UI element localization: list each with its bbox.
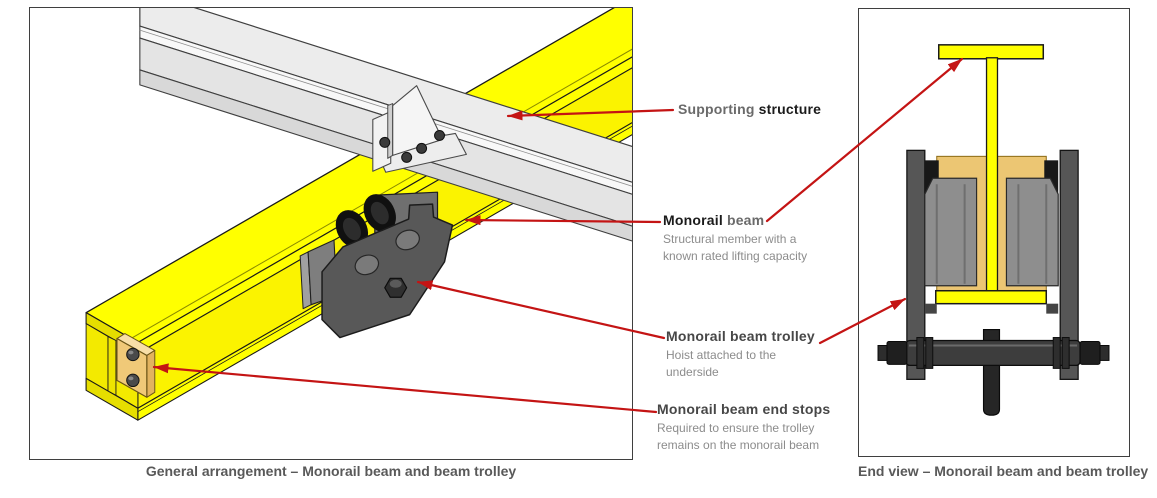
label-description: Hoist attached to the underside bbox=[666, 348, 777, 379]
caption-end-view: End view – Monorail beam and beam trolle… bbox=[858, 463, 1149, 479]
label-title: Monorail beam end stops bbox=[657, 401, 847, 417]
beam-connection-bracket-graphic bbox=[372, 85, 467, 173]
end-view-panel bbox=[858, 8, 1130, 457]
end-stop-graphic bbox=[116, 333, 156, 398]
label-monorail-beam-end-stops: Monorail beam end stops Required to ensu… bbox=[657, 401, 847, 453]
crossbar-nut-right bbox=[1079, 341, 1101, 365]
end-view-diagram bbox=[877, 44, 1110, 416]
trolley-graphic bbox=[299, 191, 454, 339]
label-title-part2: structure bbox=[758, 101, 822, 117]
end-view-beam-graphic bbox=[938, 44, 1045, 60]
label-title-part1: Supporting bbox=[678, 101, 755, 117]
end-view-trolley-graphic bbox=[906, 149, 1079, 380]
label-title-part1: Monorail beam end stops bbox=[657, 401, 831, 417]
end-view-beam-web-graphic bbox=[924, 57, 1059, 314]
general-arrangement-diagram bbox=[85, 8, 632, 421]
label-description: Structural member with a known rated lif… bbox=[663, 232, 808, 263]
bracket-bolts bbox=[379, 129, 445, 163]
general-arrangement-panel bbox=[29, 7, 633, 460]
crossbar-nut-left bbox=[886, 341, 908, 365]
label-title-part1: Monorail bbox=[663, 212, 723, 228]
label-title: Monorail beam trolley bbox=[666, 328, 815, 344]
label-monorail-beam-trolley: Monorail beam trolley Hoist attached to … bbox=[666, 328, 815, 380]
label-description: Required to ensure the trolley remains o… bbox=[657, 421, 820, 452]
label-title-part1: Monorail beam trolley bbox=[666, 328, 815, 344]
caption-general-arrangement: General arrangement – Monorail beam and … bbox=[145, 463, 517, 479]
label-title-part2: beam bbox=[726, 212, 765, 228]
